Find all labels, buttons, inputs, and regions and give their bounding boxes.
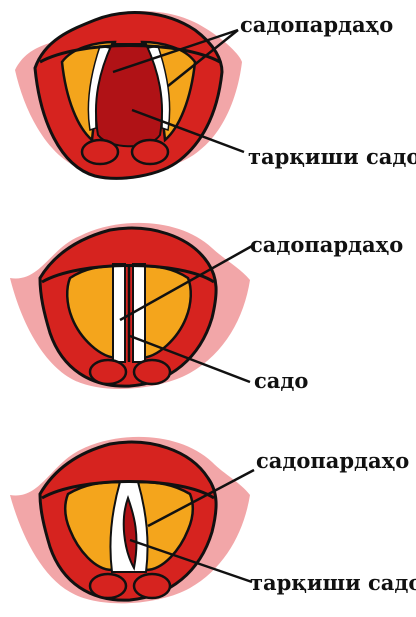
- vocal-folds-closed-figure: садопардаҳо садо: [0, 208, 416, 408]
- vocal-folds-label: садопардаҳо: [240, 14, 393, 35]
- voice-label: садо: [254, 370, 308, 391]
- arytenoid-right: [134, 360, 170, 384]
- vocal-folds-label: садопардаҳо: [256, 450, 409, 471]
- left-fold-edge: [113, 264, 125, 362]
- glottis-label: тарқиши садо: [248, 146, 416, 167]
- arytenoid-right: [132, 140, 168, 164]
- arytenoid-left: [90, 574, 126, 598]
- arytenoid-left: [82, 140, 118, 164]
- vocal-folds-open-figure: садопардаҳо тарқиши садо: [0, 0, 416, 200]
- glottis-label: тарқиши садо: [250, 572, 416, 593]
- vocal-folds-label: садопардаҳо: [250, 234, 403, 255]
- vocal-folds-partly-open-figure: садопардаҳо тарқиши садо: [0, 420, 416, 617]
- arytenoid-left: [90, 360, 126, 384]
- arytenoid-right: [134, 574, 170, 598]
